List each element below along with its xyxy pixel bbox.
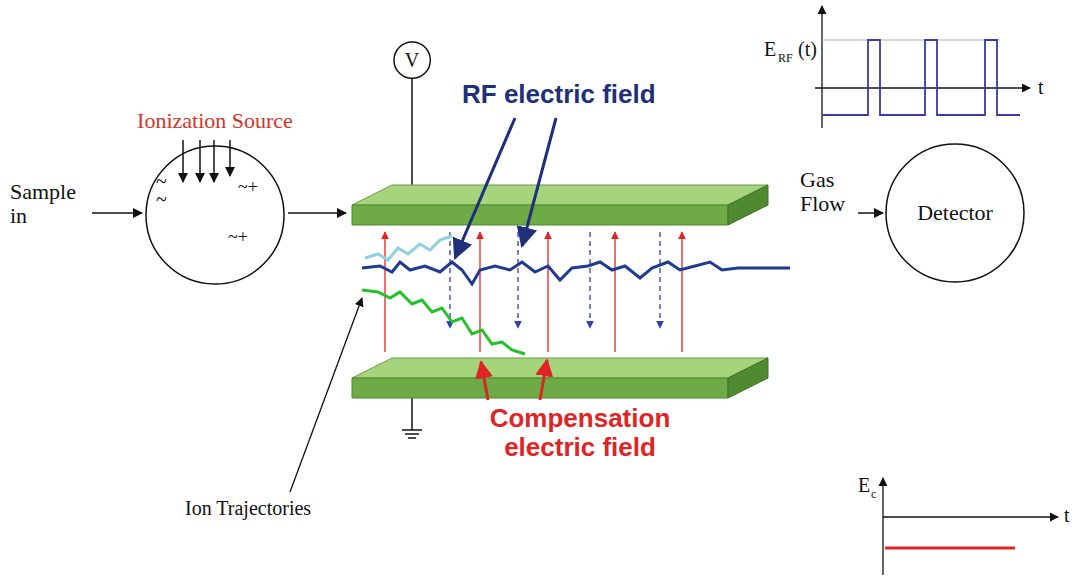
- axis-subscript: c: [871, 488, 876, 501]
- node-body: Detector: [885, 143, 1025, 283]
- node-body: V: [393, 41, 431, 79]
- rf-waveform-plot: [815, 6, 1030, 128]
- gas-flow-arrow: [858, 212, 883, 214]
- compensation-callout-arrow: [481, 362, 488, 400]
- voltage-wire: [411, 78, 413, 188]
- ion-glyph: ~: [156, 188, 167, 210]
- node-body: [145, 145, 285, 285]
- top-plate: [352, 185, 768, 225]
- node-label: V: [405, 49, 419, 71]
- rf-field-label: RF electric field: [462, 80, 656, 109]
- node-heading: Ionization Source: [125, 109, 305, 133]
- ground-symbol: [402, 398, 422, 438]
- axis-label: t: [1064, 504, 1070, 526]
- compensation-field-label: Compensation electric field: [450, 404, 710, 461]
- axis-label: E: [764, 38, 776, 60]
- node-label: Detector: [917, 201, 993, 225]
- axis-label: (t): [798, 38, 817, 60]
- flow-label: Gas Flow: [800, 168, 862, 216]
- trajectory-label: Ion Trajectories: [185, 497, 311, 519]
- rf-callout-arrow: [522, 118, 556, 246]
- input-label: Sample in: [10, 180, 90, 228]
- circle-outline: [145, 145, 285, 285]
- circle-shape: [394, 42, 430, 78]
- axis-label: E: [858, 474, 870, 496]
- transfer-arrow: [288, 212, 346, 214]
- circle-shape: [146, 146, 284, 284]
- axis-label: t: [1038, 76, 1044, 98]
- ionization-chamber: Ionization Source: [145, 145, 285, 285]
- ion-trajectory-green: [362, 290, 525, 354]
- ion-trajectory-light: [365, 236, 452, 260]
- ion-glyph: ~+: [238, 178, 258, 198]
- circle-shape: [886, 144, 1024, 282]
- rf-callout-arrow: [455, 118, 515, 258]
- trajectory-leader: [290, 298, 362, 492]
- ion-trajectory-main: [362, 262, 790, 284]
- compensation-callout-arrow: [540, 360, 547, 400]
- detector-circle: Detector: [885, 143, 1025, 283]
- voltage-source: V: [393, 41, 431, 79]
- ion-glyph: ~+: [228, 228, 248, 248]
- compensation-field-plot: [883, 478, 1058, 575]
- rf-field-arrows: [450, 232, 660, 328]
- sample-arrow: [92, 212, 142, 214]
- axis-subscript: RF: [778, 52, 793, 65]
- bottom-plate: [352, 358, 768, 398]
